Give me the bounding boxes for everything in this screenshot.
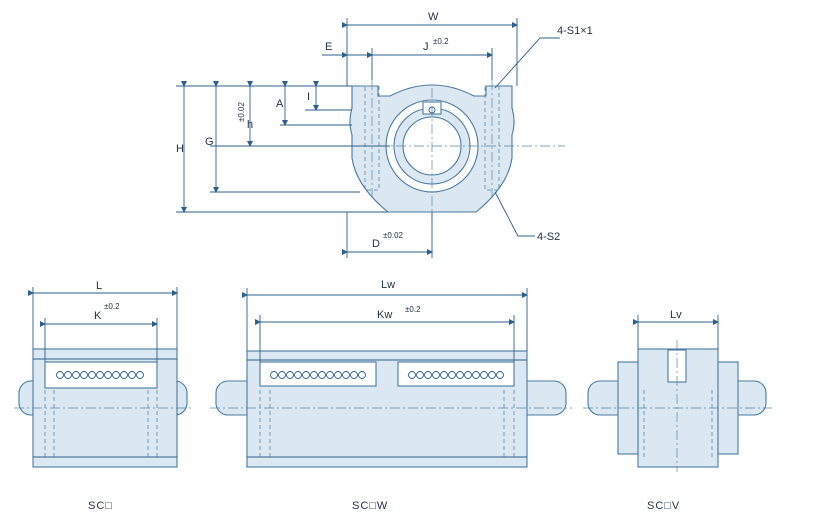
- dim-lw-label: Lw: [381, 279, 395, 291]
- dim-j-label: J: [423, 41, 429, 53]
- dim-a-label: A: [276, 98, 284, 110]
- dim-k-tolerance: ±0.2: [104, 302, 120, 311]
- scw-side-view: [210, 288, 572, 468]
- dim-lv-label: Lv: [670, 309, 682, 321]
- dim-h-label: H: [176, 143, 184, 155]
- dim-d-tolerance: ±0.02: [383, 231, 404, 240]
- callout-s1-label: 4-S1×1: [557, 25, 593, 37]
- dim-kw-tolerance: ±0.2: [405, 305, 421, 314]
- front-view: [176, 18, 565, 258]
- ball-row-right: [408, 371, 504, 379]
- caption-scw: SC□W: [352, 500, 388, 512]
- dim-kw-label: Kw: [377, 309, 392, 321]
- dim-i-label: I: [307, 91, 310, 103]
- dim-g-label: G: [205, 136, 214, 148]
- dim-w-label: W: [428, 11, 439, 23]
- dim-l-label: L: [96, 280, 102, 292]
- ball-row: [56, 371, 144, 379]
- dim-k-label: K: [94, 310, 102, 322]
- dim-e-label: E: [325, 41, 332, 53]
- dim-small-h-tolerance: ±0.02: [237, 101, 246, 122]
- dim-j-tolerance: ±0.2: [433, 37, 449, 46]
- ball-row-left: [270, 371, 366, 379]
- callout-s2-label: 4-S2: [537, 231, 560, 243]
- dim-small-h-label: h: [247, 119, 253, 131]
- caption-scv: SC□V: [647, 500, 680, 512]
- dim-d-label: D: [372, 238, 380, 250]
- scv-side-view: [583, 315, 772, 472]
- caption-sc: SC□: [88, 500, 113, 512]
- sc-side-view: [14, 287, 192, 468]
